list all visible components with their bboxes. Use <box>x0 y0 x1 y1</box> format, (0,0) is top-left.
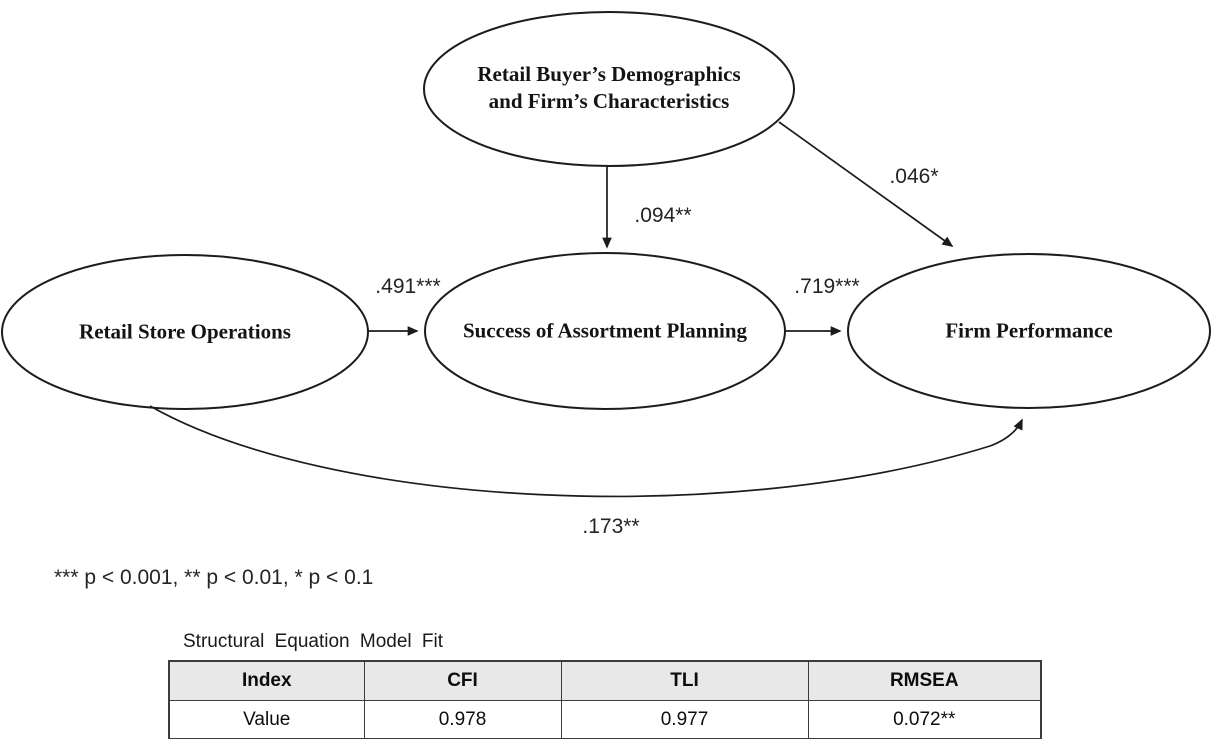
fit-table-header-cfi: CFI <box>363 660 562 701</box>
node-label-assortment-planning: Success of Assortment Planning <box>462 318 748 343</box>
node-ellipse-assortment-planning <box>424 252 786 410</box>
fit-table-header-index: Index <box>168 660 365 701</box>
fit-table-value-row: Value 0.978 0.977 0.072** <box>168 700 1042 739</box>
fit-table-cell-tli: 0.977 <box>560 700 809 739</box>
fit-table-title: Structural Equation Model Fit <box>183 631 444 652</box>
node-label-store-operations: Retail Store Operations <box>79 319 291 344</box>
fit-table-cell-label: Value <box>168 700 365 739</box>
coef-operations-to-assortment: .491*** <box>375 275 441 298</box>
fit-table-header-rmsea: RMSEA <box>807 660 1042 701</box>
node-label-demographics: Retail Buyer’s Demographics and Firm’s C… <box>477 61 740 115</box>
node-ellipse-store-operations <box>1 254 369 410</box>
fit-table-cell-cfi: 0.978 <box>363 700 562 739</box>
node-label-demographics-line2: and Firm’s Characteristics <box>488 89 730 113</box>
node-label-demographics-line1: Retail Buyer’s Demographics <box>477 62 741 86</box>
significance-note: *** p < 0.001, ** p < 0.01, * p < 0.1 <box>54 566 374 589</box>
coef-assortment-to-performance: .719*** <box>794 275 860 298</box>
fit-table: Index CFI TLI RMSEA Value 0.978 0.977 0.… <box>168 660 1042 739</box>
coef-demographics-to-performance: .046* <box>889 165 939 188</box>
arrow-operations-to-performance-curve <box>149 405 1023 498</box>
fit-table-cell-rmsea: 0.072** <box>807 700 1042 739</box>
coef-operations-to-performance: .173** <box>582 515 640 538</box>
node-ellipse-demographics <box>423 11 795 167</box>
arrow-demographics-to-performance <box>778 121 954 247</box>
fit-table-header-row: Index CFI TLI RMSEA <box>168 660 1042 701</box>
node-label-firm-performance: Firm Performance <box>945 318 1113 343</box>
node-ellipse-firm-performance <box>847 253 1211 409</box>
fit-table-header-tli: TLI <box>560 660 809 701</box>
coef-demographics-to-assortment: .094** <box>634 204 692 227</box>
